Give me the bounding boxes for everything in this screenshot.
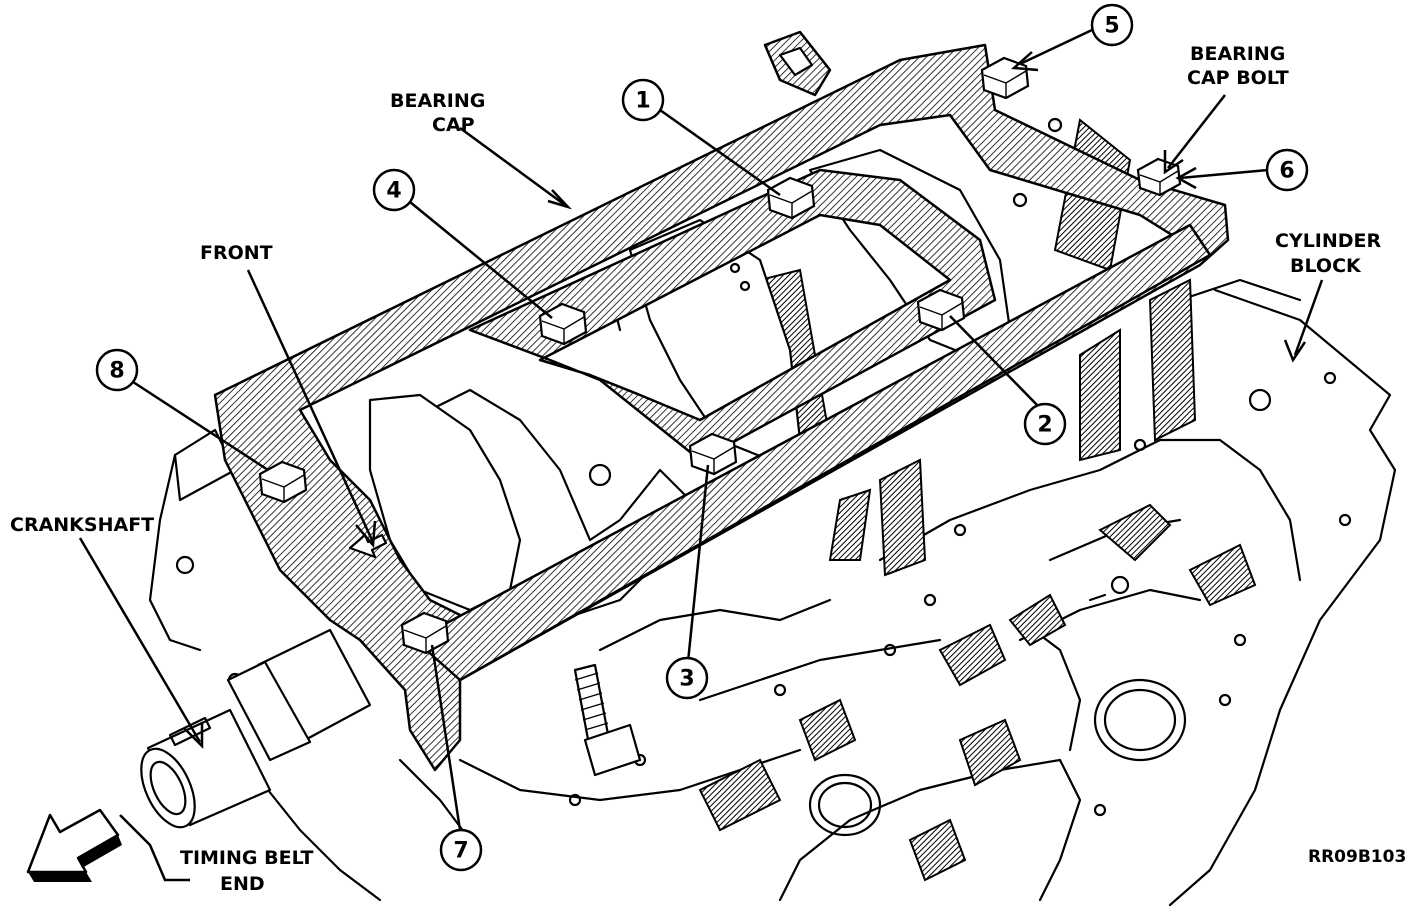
label-timing-belt-end-line2: END — [220, 873, 265, 895]
callout-2-number: 2 — [1037, 413, 1052, 438]
bolt-8 — [258, 460, 308, 504]
label-bearing-cap-bolt-line2: CAP BOLT — [1187, 67, 1289, 89]
timing-belt-arrow-icon — [26, 808, 122, 882]
callout-2: 2 — [1023, 402, 1067, 446]
label-crankshaft: CRANKSHAFT — [10, 514, 154, 536]
callout-7-number: 7 — [453, 839, 468, 864]
callout-4: 4 — [372, 168, 416, 212]
bolt-1 — [766, 176, 816, 220]
label-front: FRONT — [200, 242, 273, 264]
bolt-7 — [400, 611, 450, 655]
label-cylinder-block-line2: BLOCK — [1290, 255, 1362, 277]
callout-6: 6 — [1265, 148, 1309, 192]
callout-4-number: 4 — [386, 179, 401, 204]
label-cylinder-block-line1: CYLINDER — [1275, 230, 1382, 252]
bearing-cap-bolts — [258, 56, 1182, 655]
callout-8-number: 8 — [109, 359, 124, 384]
leader-lines — [78, 28, 1324, 882]
label-bearing-cap-line2: CAP — [432, 114, 475, 136]
callout-5: 5 — [1090, 3, 1134, 47]
bolt-4 — [538, 302, 588, 346]
callout-6-number: 6 — [1279, 159, 1294, 184]
label-timing-belt-end-line1: TIMING BELT — [180, 847, 314, 869]
callout-3: 3 — [665, 656, 709, 700]
callout-5-number: 5 — [1104, 14, 1119, 39]
callout-1: 1 — [621, 78, 665, 122]
callout-3-number: 3 — [679, 667, 694, 692]
callout-1-number: 1 — [635, 89, 650, 114]
label-bearing-cap-line1: BEARING — [390, 90, 485, 112]
callout-7: 7 — [439, 828, 483, 872]
label-bearing-cap-bolt-line1: BEARING — [1190, 43, 1285, 65]
callout-8: 8 — [95, 348, 139, 392]
bolt-3 — [688, 432, 738, 476]
figure-code: RR09B103 — [1308, 847, 1406, 867]
